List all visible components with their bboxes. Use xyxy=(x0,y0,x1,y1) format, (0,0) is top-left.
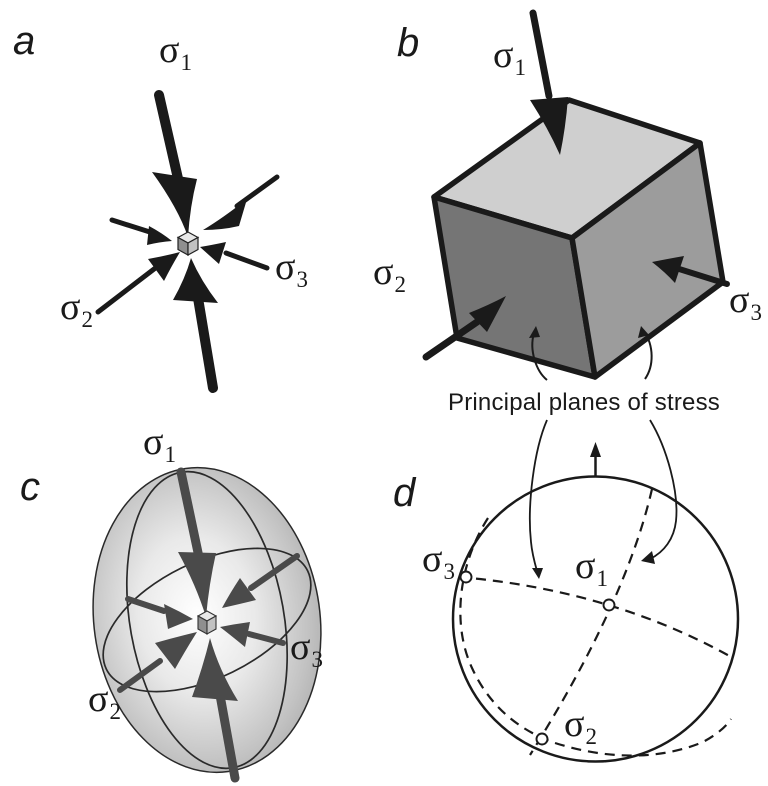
sigma-subscript: 3 xyxy=(750,299,762,325)
sigma-subscript: 2 xyxy=(109,698,121,724)
sigma2-arrow-shaft xyxy=(422,318,481,361)
panel-b-sigma2-label: σ2 xyxy=(373,251,406,296)
panel-d-letter: d xyxy=(393,471,416,515)
sigma1-arrow-shaft-top xyxy=(154,90,184,188)
panel-c-sigma2-label: σ2 xyxy=(88,678,121,723)
caption-pointer-arrowhead-right xyxy=(641,551,655,564)
sigma3-bar-left xyxy=(125,596,167,614)
sigma-symbol: σ xyxy=(575,545,596,587)
sigma3-arrow-shaft-left xyxy=(109,217,156,236)
sigma2-arrowhead-lower-left xyxy=(155,632,197,669)
panel-a-sigma1-label: σ1 xyxy=(159,29,192,74)
north-arrowhead xyxy=(590,442,601,457)
sigma2-pole-marker xyxy=(535,732,549,746)
sigma-subscript: 2 xyxy=(585,723,597,749)
caption-pointer-curve-left xyxy=(528,419,548,572)
sigma-symbol: σ xyxy=(159,29,180,71)
panel-c-sigma3-label: σ3 xyxy=(290,626,323,671)
sigma1-arrowhead-bottom xyxy=(173,258,218,303)
sigma-subscript: 1 xyxy=(164,441,176,467)
equatorial-great-circle xyxy=(102,547,312,693)
sigma-symbol: σ xyxy=(729,279,750,321)
sigma3-arrow-shaft-right xyxy=(223,250,270,271)
sigma3-pole-marker xyxy=(459,570,473,584)
mini-cube-right-face xyxy=(187,236,199,257)
sigma-subscript: 2 xyxy=(394,271,406,297)
sigma3-bar-lower-right xyxy=(246,631,286,646)
sigma1-arrowhead-top xyxy=(152,172,197,237)
sigma2-arrowhead-lower-left xyxy=(148,252,180,281)
sigma-subscript: 3 xyxy=(443,558,455,584)
panel-d-stereonet xyxy=(451,419,740,763)
sigma-subscript: 3 xyxy=(311,646,323,672)
pointer-arrowhead-left-face xyxy=(529,326,540,338)
sigma1-arrowhead xyxy=(530,97,568,155)
stress-point-cube xyxy=(176,231,200,257)
sigma-symbol: σ xyxy=(88,678,109,720)
panel-d-sigma1-label: σ1 xyxy=(575,545,608,590)
mini-cube-right-face xyxy=(206,615,217,635)
sigma2-bar-lower-left xyxy=(117,658,163,693)
panel-b-sigma1-label: σ1 xyxy=(493,34,526,79)
sigma3-arrowhead-lower-right xyxy=(220,622,250,647)
panel-d-sigma3-label: σ3 xyxy=(422,538,455,583)
sigma3-arrowhead xyxy=(652,256,684,283)
sigma-symbol: σ xyxy=(564,703,585,745)
sigma2-arrowhead xyxy=(469,296,506,332)
sigma3-arrowhead-left xyxy=(147,226,172,245)
sigma-subscript: 1 xyxy=(180,49,192,75)
sigma1-bar-bottom xyxy=(215,690,240,783)
sigma-symbol: σ xyxy=(60,286,81,328)
sigma1-arrowhead-top xyxy=(178,552,216,617)
sigma-symbol: σ xyxy=(143,421,164,463)
ellipsoid-center-cube xyxy=(196,610,218,635)
panel-a-sigma2-label: σ2 xyxy=(60,286,93,331)
sigma3-arrowhead-right xyxy=(200,242,226,264)
panel-a-letter: a xyxy=(13,19,36,63)
pointer-arrowhead-right-face xyxy=(638,326,649,338)
sigma1-pole-marker xyxy=(602,598,616,612)
sigma1-arrow-shaft xyxy=(529,9,553,100)
caption-principal-planes-of-stress: Principal planes of stress xyxy=(448,389,720,416)
sigma2-arrowhead-upper-right xyxy=(203,199,247,230)
panel-d-sigma2-label: σ2 xyxy=(564,703,597,748)
sigma-symbol: σ xyxy=(422,538,443,580)
caption-pointer-curve-right xyxy=(649,419,678,560)
sigma-symbol: σ xyxy=(275,246,296,288)
caption-pointer-arrowhead-left xyxy=(532,568,543,579)
sigma1-bar-top xyxy=(176,467,205,567)
sigma3-arrowhead-left xyxy=(164,604,193,629)
panel-a-sigma3-label: σ3 xyxy=(275,246,308,291)
sigma-subscript: 2 xyxy=(81,306,93,332)
sigma-subscript: 1 xyxy=(596,565,608,591)
panel-b-stress-cube xyxy=(422,9,730,381)
sigma1-arrow-shaft-bottom xyxy=(193,293,218,393)
panel-c-stress-ellipsoid xyxy=(92,466,322,783)
panel-c-letter: c xyxy=(20,465,40,509)
sigma2-arrow-shaft-upper-right xyxy=(234,174,280,209)
panel-b-letter: b xyxy=(397,21,420,65)
sigma-symbol: σ xyxy=(493,34,514,76)
sigma2-arrow-shaft-lower-left xyxy=(95,263,161,315)
sigma1-arrowhead-bottom xyxy=(192,638,238,701)
sigma-subscript: 1 xyxy=(514,54,526,80)
sigma2-bar-upper-right xyxy=(248,553,300,591)
sigma-symbol: σ xyxy=(373,251,394,293)
panel-a-stress-at-point xyxy=(95,90,280,393)
sigma2-arrowhead-upper-right xyxy=(222,578,256,608)
sigma-symbol: σ xyxy=(290,626,311,668)
panel-b-sigma3-label: σ3 xyxy=(729,279,762,324)
panel-c-sigma1-label: σ1 xyxy=(143,421,176,466)
sigma-subscript: 3 xyxy=(296,266,308,292)
sigma3-arrow-shaft xyxy=(673,265,730,287)
great-circle-sigma1-sigma3 xyxy=(458,575,734,659)
